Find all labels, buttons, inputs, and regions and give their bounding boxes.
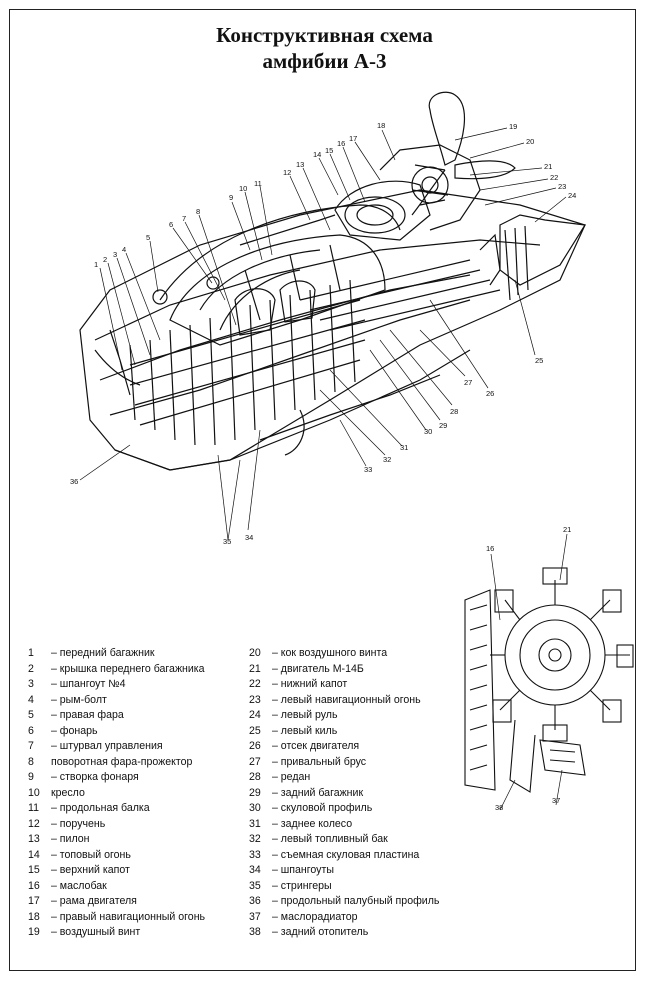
legend-item: 7 – штурвал управления <box>28 740 163 752</box>
svg-text:1: 1 <box>94 260 98 269</box>
legend-item: 3 – шпангоут №4 <box>28 678 126 690</box>
svg-text:35: 35 <box>223 537 231 546</box>
svg-text:3: 3 <box>113 250 117 259</box>
legend-item: 16 – маслобак <box>28 879 107 892</box>
diagram-title: Конструктивная схема амфибии А-3 <box>0 22 649 74</box>
legend-item: 23 – левый навигационный огонь <box>249 693 421 706</box>
legend-item: 14 – топовый огонь <box>28 848 131 861</box>
svg-text:7: 7 <box>182 214 186 223</box>
svg-text:37: 37 <box>552 796 560 805</box>
svg-text:4: 4 <box>122 245 126 254</box>
svg-text:30: 30 <box>424 427 432 436</box>
svg-text:2: 2 <box>103 255 107 264</box>
svg-text:8: 8 <box>196 207 200 216</box>
svg-text:28: 28 <box>450 407 458 416</box>
legend-item: 35 – стрингеры <box>249 879 332 892</box>
legend-item: 10 кресло <box>28 786 85 799</box>
legend-item: 11 – продольная балка <box>28 802 150 814</box>
legend-item: 37 – маслорадиатор <box>249 910 358 923</box>
svg-text:19: 19 <box>509 122 517 131</box>
legend-item: 34 – шпангоуты <box>249 864 334 876</box>
svg-text:33: 33 <box>364 465 372 474</box>
svg-text:26: 26 <box>486 389 494 398</box>
legend-item: 24 – левый руль <box>249 709 338 721</box>
legend-item: 31 – заднее колесо <box>249 817 353 830</box>
svg-text:21: 21 <box>544 162 552 171</box>
legend-item: 4 – рым-болт <box>28 693 107 706</box>
svg-text:20: 20 <box>526 137 534 146</box>
legend-item: 15 – верхний капот <box>28 864 130 876</box>
svg-text:32: 32 <box>383 455 391 464</box>
legend-item: 20 – кок воздушного винта <box>249 647 388 659</box>
legend-left-column: 1 – передний багажник 2 – крышка передне… <box>28 646 205 941</box>
svg-text:14: 14 <box>313 150 321 159</box>
legend-item: 30 – скуловой профиль <box>249 802 373 814</box>
svg-text:29: 29 <box>439 421 447 430</box>
legend-item: 8 поворотная фара-прожектор <box>28 755 193 768</box>
svg-text:31: 31 <box>400 443 408 452</box>
svg-text:27: 27 <box>464 378 472 387</box>
svg-text:22: 22 <box>550 173 558 182</box>
svg-text:16: 16 <box>486 544 494 553</box>
svg-text:23: 23 <box>558 182 566 191</box>
legend-item: 38 – задний отопитель <box>249 926 369 938</box>
svg-text:25: 25 <box>535 356 543 365</box>
legend-item: 27 – привальный брус <box>249 755 367 768</box>
engine-detail-drawing: 16 21 37 38 <box>464 525 634 812</box>
svg-text:5: 5 <box>146 233 150 242</box>
legend-item: 28 – редан <box>249 771 311 783</box>
legend-item: 17 – рама двигателя <box>28 895 137 907</box>
legend-item: 9 – створка фонаря <box>28 771 139 783</box>
legend-item: 25 – левый киль <box>249 724 338 737</box>
legend-item: 32 – левый топливный бак <box>249 833 388 845</box>
legend-item: 21 – двигатель М-14Б <box>249 662 364 675</box>
legend-item: 19 – воздушный винт <box>28 926 141 938</box>
svg-text:34: 34 <box>245 533 253 542</box>
legend-item: 12 – поручень <box>28 817 106 830</box>
svg-text:17: 17 <box>349 134 357 143</box>
svg-text:16: 16 <box>337 139 345 148</box>
svg-text:21: 21 <box>563 525 571 534</box>
title-line-2: амфибии А-3 <box>262 49 387 73</box>
legend-item: 2 – крышка переднего багажника <box>28 662 205 675</box>
svg-text:10: 10 <box>239 184 247 193</box>
title-line-1: Конструктивная схема <box>216 23 433 47</box>
legend-right-column: 20 – кок воздушного винта 21 – двигатель… <box>249 646 439 941</box>
legend-item: 36 – продольный палубный профиль <box>249 895 440 907</box>
legend-item: 22 – нижний капот <box>249 678 348 690</box>
legend-item: 13 – пилон <box>28 833 90 845</box>
legend-item: 1 – передний багажник <box>28 647 155 659</box>
svg-text:13: 13 <box>296 160 304 169</box>
svg-text:11: 11 <box>254 179 262 188</box>
svg-text:6: 6 <box>169 220 173 229</box>
legend-item: 5 – правая фара <box>28 709 124 721</box>
page-frame <box>9 9 636 971</box>
svg-text:12: 12 <box>283 168 291 177</box>
legend-item: 26 – отсек двигателя <box>249 740 360 752</box>
svg-text:38: 38 <box>495 803 503 812</box>
svg-text:15: 15 <box>325 146 333 155</box>
legend-item: 6 – фонарь <box>28 724 98 737</box>
svg-text:36: 36 <box>70 477 78 486</box>
legend-item: 33 – съемная скуловая пластина <box>249 848 420 861</box>
svg-text:24: 24 <box>568 191 576 200</box>
legend-item: 18 – правый навигационный огонь <box>28 910 206 923</box>
svg-text:9: 9 <box>229 193 233 202</box>
legend-item: 29 – задний багажник <box>249 786 364 799</box>
svg-text:18: 18 <box>377 121 385 130</box>
